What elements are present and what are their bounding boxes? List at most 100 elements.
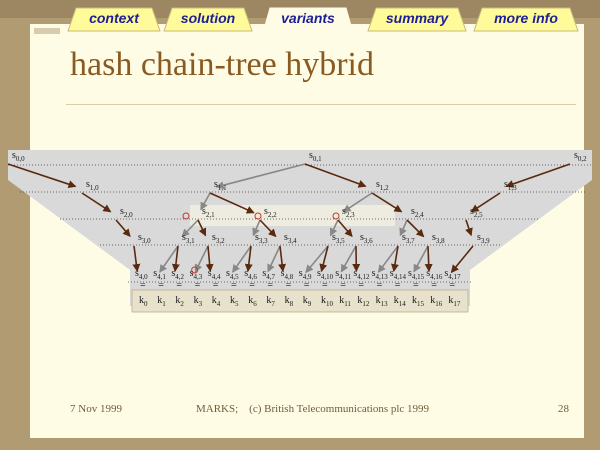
node-label: k5 — [230, 295, 239, 308]
tree-edge-1-1b — [209, 192, 255, 214]
node-label-subscript: 8 — [290, 300, 294, 308]
node-label: k1 — [157, 295, 166, 308]
shaded-band-group — [8, 150, 592, 306]
node-label: k2 — [175, 295, 184, 308]
node-label-subscript: 3,1 — [186, 237, 195, 245]
node-label-subscript: 1,3 — [508, 184, 517, 192]
node-label-subscript: 4 — [217, 300, 221, 308]
equals-sign: = — [340, 280, 346, 291]
equals-sign: = — [176, 280, 182, 291]
tree-edge-2-3a — [329, 219, 339, 237]
node-label-subscript: 3,8 — [436, 237, 445, 245]
node-label-subscript: 0,1 — [313, 155, 322, 163]
equals-sign: = — [322, 280, 328, 291]
tree-edge-2-3b — [337, 219, 353, 238]
equals-sign: = — [395, 280, 401, 291]
chain-edge-2-5 — [465, 219, 473, 237]
key-row-box — [131, 289, 469, 313]
node-label-subscript: 4,2 — [175, 273, 184, 281]
node-label-subscript: 3 — [199, 300, 203, 308]
tree-edge-3-2b — [205, 245, 214, 273]
tree-edge-3-5b — [319, 245, 329, 273]
node-label-subscript: 4,0 — [139, 273, 148, 281]
node-label-subscript: 1,1 — [218, 184, 227, 192]
tree-edge-3-4b — [278, 245, 287, 273]
node-label-subscript: 3,3 — [259, 237, 268, 245]
node-label-subscript: 4,8 — [285, 273, 294, 281]
node-label-subscript: 4,5 — [230, 273, 239, 281]
tree-edge-3-4a — [267, 245, 281, 273]
node-label-subscript: 4,3 — [194, 273, 203, 281]
node-label-subscript: 4,6 — [248, 273, 257, 281]
footer-copyright: MARKS; (c) British Telecommunications pl… — [196, 403, 430, 415]
tree-edge-2-4a — [399, 219, 408, 237]
node-label-subscript: 4,9 — [303, 273, 312, 281]
footer-page-number: 28 — [558, 403, 569, 415]
equals-sign: = — [449, 280, 455, 291]
tree-edge-3-1a — [159, 245, 179, 273]
equals-sign: = — [358, 280, 364, 291]
node-label-subscript: 13 — [381, 300, 389, 308]
node-label-subscript: 12 — [362, 300, 370, 308]
node-label-subscript: 0,0 — [16, 155, 25, 163]
node-label-subscript: 4,16 — [430, 273, 443, 281]
node-label-subscript: 2,4 — [415, 211, 424, 219]
node-label-subscript: 14 — [399, 300, 407, 308]
tab-context[interactable]: context — [64, 6, 164, 32]
tab-more-info-label: more info — [494, 10, 558, 26]
tree-edge-2-4b — [406, 219, 425, 238]
node-label: k7 — [266, 295, 275, 308]
tree-edge-2-1a — [181, 219, 199, 238]
chain-edge-0-2 — [505, 163, 571, 188]
node-label-subscript: 16 — [435, 300, 443, 308]
chain-edge-0-0 — [7, 163, 77, 189]
chain-edge-3-0 — [132, 245, 141, 273]
junction-marker-0 — [182, 212, 190, 220]
title-divider — [66, 104, 576, 105]
chain-edge-3-9 — [450, 245, 474, 274]
equals-sign: = — [431, 280, 437, 291]
equals-sign: = — [377, 280, 383, 291]
equals-sign: = — [304, 280, 310, 291]
tab-summary-label: summary — [385, 10, 449, 26]
node-label-subscript: 4,14 — [394, 273, 407, 281]
node-label-subscript: 3,6 — [364, 237, 373, 245]
node-label-subscript: 2,2 — [268, 211, 277, 219]
tree-edge-0-1b — [304, 163, 367, 188]
tab-more-info[interactable]: more info — [470, 6, 582, 32]
chain-edge-1-3 — [470, 192, 501, 213]
node-label-subscript: 2,5 — [474, 211, 483, 219]
node-label: k6 — [248, 295, 257, 308]
tab-solution[interactable]: solution — [160, 6, 256, 32]
tab-context-label: context — [89, 10, 139, 26]
chain-edge-1-0 — [81, 192, 112, 213]
tree-edge-3-3b — [244, 245, 253, 273]
node-label-subscript: 3,9 — [481, 237, 490, 245]
node-label-subscript: 4,7 — [266, 273, 275, 281]
node-label-subscript: 4,15 — [412, 273, 425, 281]
equals-sign: = — [267, 280, 273, 291]
node-label-subscript: 2,1 — [206, 211, 215, 219]
equals-sign: = — [195, 280, 201, 291]
slide-title: hash chain-tree hybrid — [70, 46, 374, 83]
node-label-subscript: 1,2 — [380, 184, 389, 192]
node-label-subscript: 0 — [144, 300, 148, 308]
node-label-subscript: 7 — [271, 300, 275, 308]
tab-summary[interactable]: summary — [364, 6, 470, 32]
node-label-subscript: 3,4 — [288, 237, 297, 245]
tree-edge-2-2b — [259, 219, 277, 238]
tab-variants[interactable]: variants — [258, 6, 358, 36]
junction-marker-2 — [332, 212, 340, 220]
node-label-subscript: 1 — [162, 300, 166, 308]
tab-solution-label: solution — [180, 10, 236, 26]
node-label-subscript: 2 — [180, 300, 184, 308]
tree-edge-3-5a — [305, 245, 329, 274]
node-label-subscript: 6 — [253, 300, 257, 308]
equals-sign: = — [413, 280, 419, 291]
node-label-subscript: 4,1 — [157, 273, 166, 281]
tree-edge-3-7a — [377, 245, 399, 273]
node-label-subscript: 1,0 — [90, 184, 99, 192]
diagram-edges — [7, 163, 571, 274]
